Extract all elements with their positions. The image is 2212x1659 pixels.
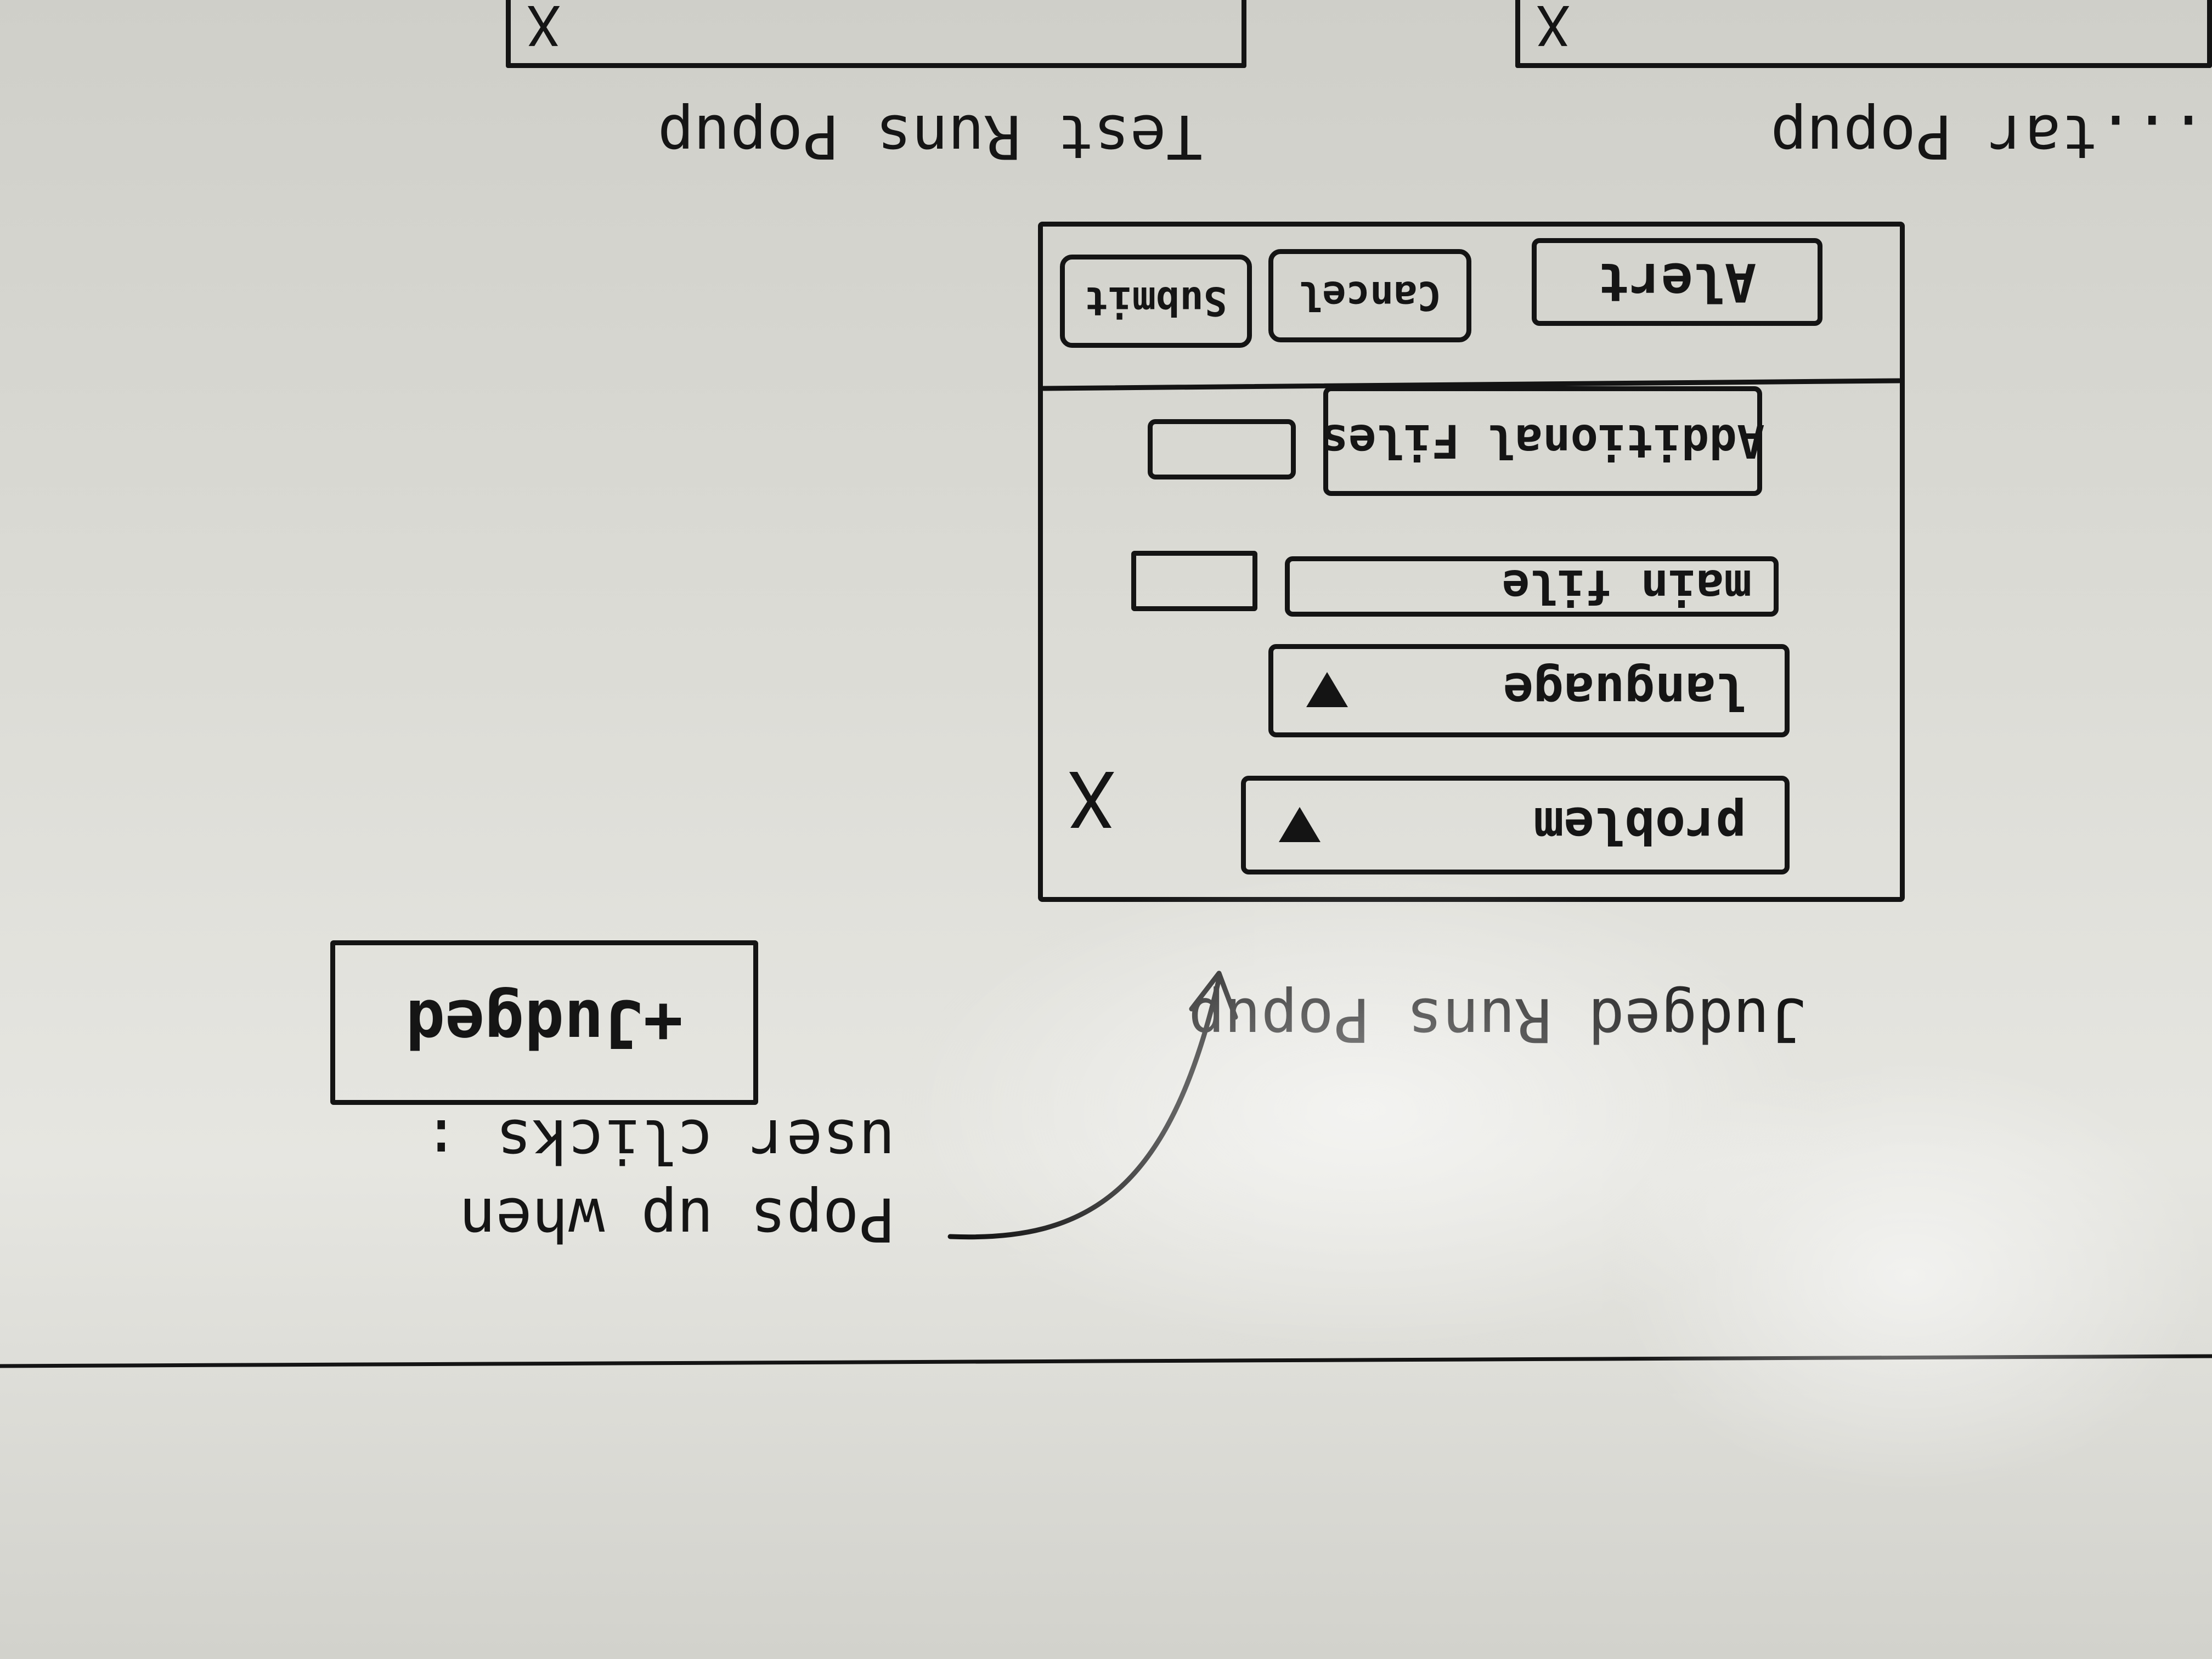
test-runs-close-icon: X: [527, 0, 561, 57]
test-runs-popup-sketch: X: [506, 0, 1246, 68]
other-popup-caption: ...tar Popup: [1770, 101, 2207, 172]
test-runs-popup-caption: Test Runs Popup: [657, 101, 1203, 172]
other-popup-sketch: X: [1515, 0, 2212, 68]
other-popup-close-icon: X: [1537, 0, 1570, 57]
